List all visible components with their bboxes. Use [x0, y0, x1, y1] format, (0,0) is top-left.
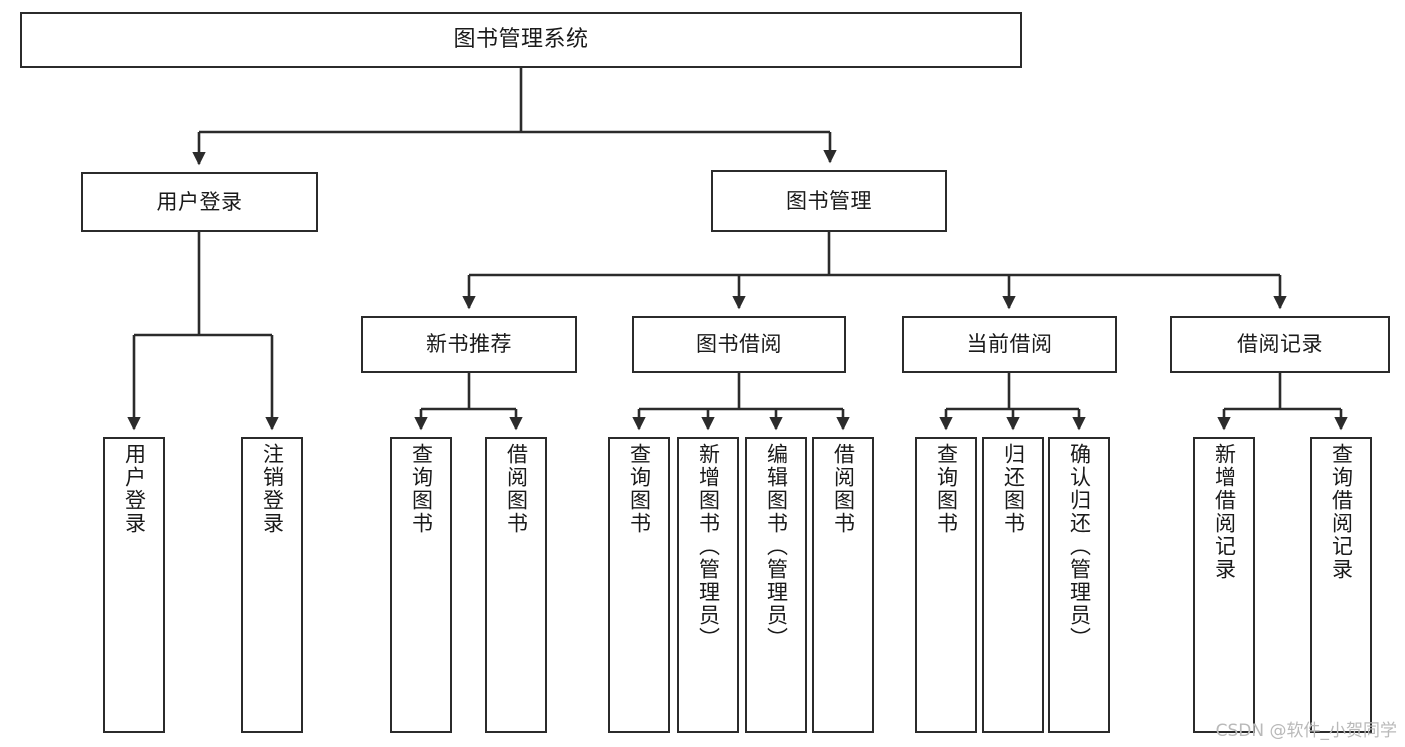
node-leaf-query-borrow-record[interactable]: 查询借阅记录 — [1310, 437, 1372, 733]
node-leaf-confirm-return-label: 确认归还（管理员） — [1067, 443, 1092, 650]
node-new-book-recommend-label: 新书推荐 — [426, 332, 512, 357]
node-borrow-record-label: 借阅记录 — [1237, 332, 1323, 357]
node-leaf-borrow-book-2-label: 借阅图书 — [831, 443, 856, 535]
node-user-login[interactable]: 用户登录 — [81, 172, 318, 232]
node-leaf-borrow-book-2[interactable]: 借阅图书 — [812, 437, 874, 733]
node-leaf-query-book-1[interactable]: 查询图书 — [390, 437, 452, 733]
node-borrow-record[interactable]: 借阅记录 — [1170, 316, 1390, 373]
node-leaf-add-book[interactable]: 新增图书（管理员） — [677, 437, 739, 733]
node-leaf-query-book-3[interactable]: 查询图书 — [915, 437, 977, 733]
node-leaf-query-borrow-record-label: 查询借阅记录 — [1329, 443, 1354, 581]
node-current-borrow[interactable]: 当前借阅 — [902, 316, 1117, 373]
node-book-borrow-label: 图书借阅 — [696, 332, 782, 357]
node-leaf-add-book-label: 新增图书（管理员） — [696, 443, 721, 650]
node-leaf-return-book[interactable]: 归还图书 — [982, 437, 1044, 733]
node-leaf-edit-book[interactable]: 编辑图书（管理员） — [745, 437, 807, 733]
node-leaf-user-logout-label: 注销登录 — [260, 443, 285, 535]
node-book-manage-label: 图书管理 — [786, 188, 872, 213]
node-new-book-recommend[interactable]: 新书推荐 — [361, 316, 577, 373]
node-book-borrow[interactable]: 图书借阅 — [632, 316, 846, 373]
node-leaf-confirm-return[interactable]: 确认归还（管理员） — [1048, 437, 1110, 733]
node-user-login-label: 用户登录 — [156, 189, 243, 214]
node-leaf-user-login-label: 用户登录 — [122, 443, 147, 535]
node-leaf-borrow-book-1[interactable]: 借阅图书 — [485, 437, 547, 733]
node-book-manage[interactable]: 图书管理 — [711, 170, 947, 232]
node-root-label: 图书管理系统 — [453, 26, 589, 52]
node-leaf-user-login[interactable]: 用户登录 — [103, 437, 165, 733]
node-leaf-add-borrow-record-label: 新增借阅记录 — [1212, 443, 1237, 581]
node-leaf-add-borrow-record[interactable]: 新增借阅记录 — [1193, 437, 1255, 733]
node-leaf-query-book-2[interactable]: 查询图书 — [608, 437, 670, 733]
node-leaf-edit-book-label: 编辑图书（管理员） — [764, 443, 789, 650]
node-leaf-user-logout[interactable]: 注销登录 — [241, 437, 303, 733]
node-leaf-query-book-3-label: 查询图书 — [934, 443, 959, 535]
node-leaf-query-book-1-label: 查询图书 — [409, 443, 434, 535]
node-leaf-return-book-label: 归还图书 — [1001, 443, 1026, 535]
node-current-borrow-label: 当前借阅 — [966, 332, 1053, 357]
node-leaf-borrow-book-1-label: 借阅图书 — [504, 443, 529, 535]
node-root[interactable]: 图书管理系统 — [20, 12, 1022, 68]
node-leaf-query-book-2-label: 查询图书 — [627, 443, 652, 535]
